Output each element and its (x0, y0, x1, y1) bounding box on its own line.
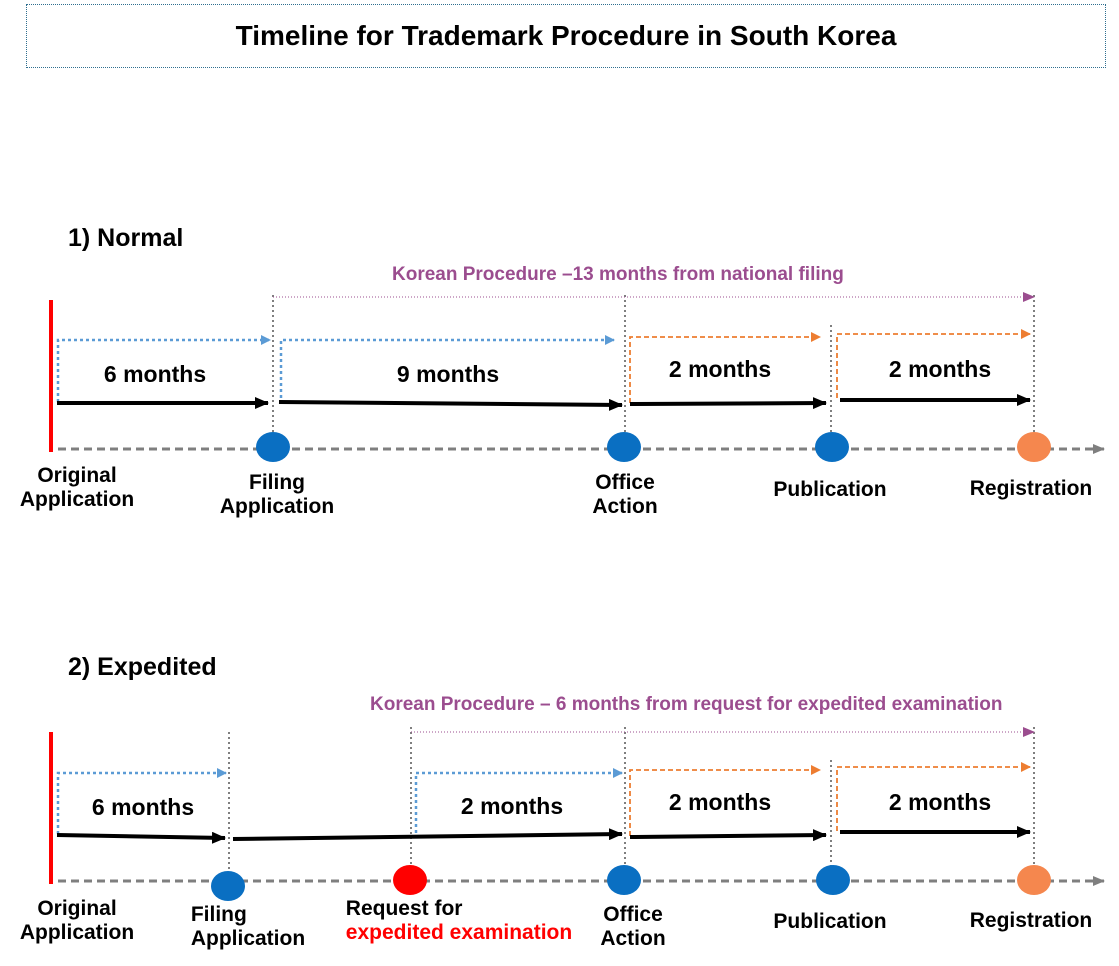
orange-bracket-arrow (629, 332, 821, 403)
blue-bracket-arrow (414, 768, 623, 833)
orange-bracket-arrow (836, 329, 1031, 398)
publication-node (816, 865, 850, 895)
stage-label-request: Request for expedited examination (345, 897, 573, 944)
registration-node (1017, 432, 1051, 462)
filing-node (211, 871, 245, 901)
orange-bracket-arrow (629, 765, 821, 836)
stage-label-registration: Registration (969, 477, 1093, 500)
page-title: Timeline for Trademark Procedure in Sout… (235, 20, 897, 51)
request-node (393, 865, 427, 895)
duration-label: 2 months (888, 789, 992, 815)
stage-label-office-action: Office Action (592, 471, 658, 518)
stage-label-original: Original Application (19, 464, 135, 511)
normal-timeline (49, 292, 1105, 462)
filing-node (256, 432, 290, 462)
stage-label-publication: Publication (773, 910, 887, 933)
office-action-node (607, 865, 641, 895)
blue-bracket-arrow (56, 768, 227, 834)
stage-label-filing: Filing Application (219, 471, 335, 518)
duration-arrow (278, 398, 623, 411)
duration-arrow (629, 397, 827, 410)
orange-bracket-arrow (836, 762, 1031, 831)
stage-label-publication: Publication (773, 478, 887, 501)
procedure-label: Korean Procedure – 6 months from request… (370, 694, 1003, 715)
stage-label-office-action: Office Action (600, 903, 666, 950)
title-box: Timeline for Trademark Procedure in Sout… (26, 4, 1106, 68)
section-heading-expedited: 2) Expedited (68, 653, 217, 681)
section-heading-normal: 1) Normal (68, 224, 184, 252)
blue-bracket-arrow (279, 335, 615, 398)
procedure-label: Korean Procedure –13 months from nationa… (392, 264, 844, 285)
expedited-timeline (49, 727, 1105, 901)
duration-arrow (629, 829, 827, 842)
office-action-node (607, 432, 641, 462)
duration-label: 2 months (668, 789, 772, 815)
duration-label: 6 months (103, 361, 207, 387)
stage-label-filing: Filing Application (190, 903, 306, 950)
blue-bracket-arrow (56, 335, 271, 402)
registration-node (1017, 865, 1051, 895)
duration-label: 2 months (668, 356, 772, 382)
duration-label: 2 months (888, 356, 992, 382)
stage-label-registration: Registration (969, 909, 1093, 932)
duration-label: 9 months (396, 361, 500, 387)
stage-label-original: Original Application (19, 897, 135, 944)
duration-arrow (56, 831, 226, 844)
duration-label: 6 months (91, 794, 195, 820)
duration-arrow (232, 828, 623, 841)
duration-label: 2 months (460, 793, 564, 819)
publication-node (815, 432, 849, 462)
